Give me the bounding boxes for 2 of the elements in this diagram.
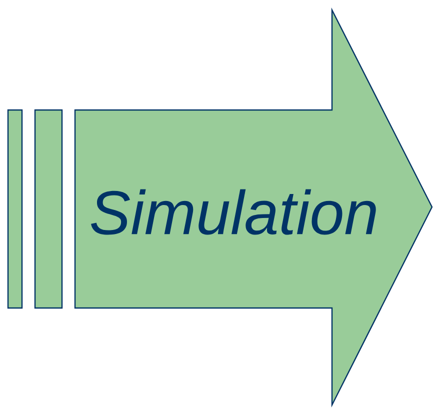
bar: [7, 109, 23, 309]
bar: [34, 109, 63, 309]
